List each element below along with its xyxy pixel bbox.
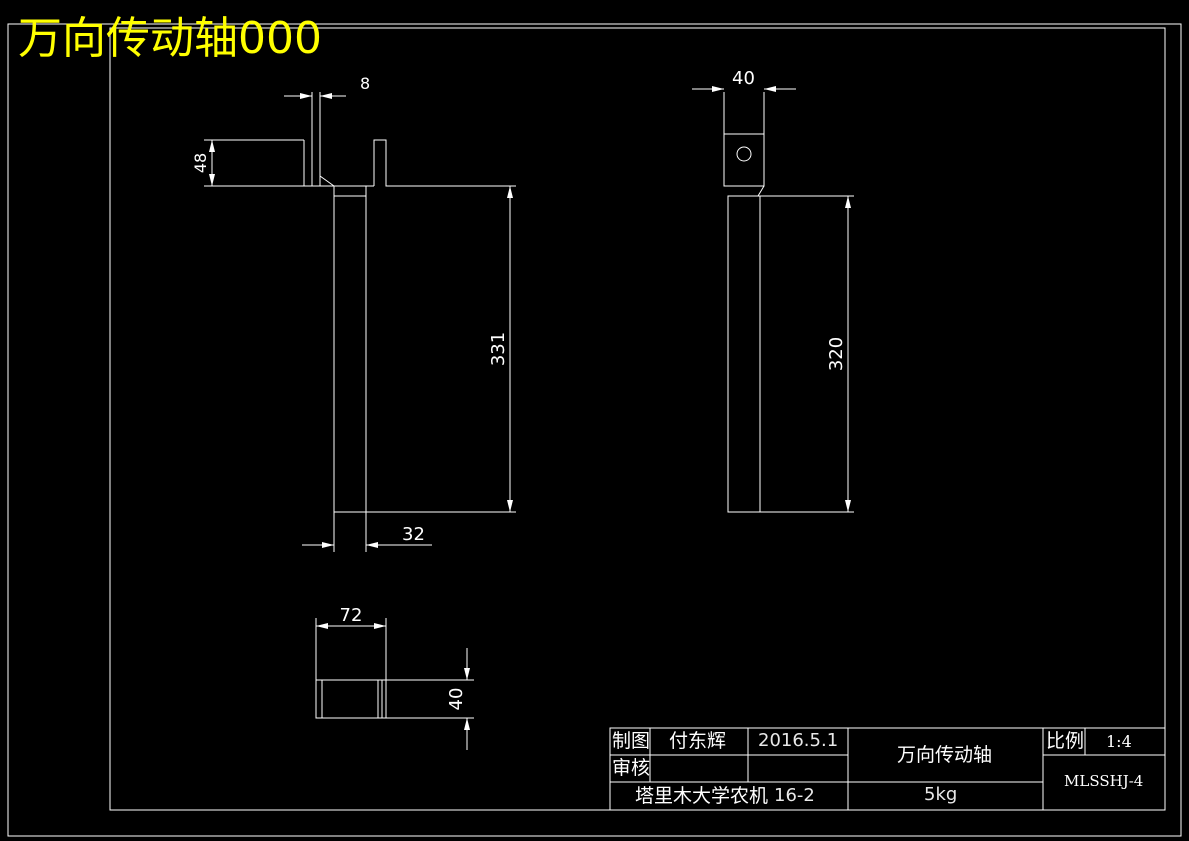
dim-main-height: 331 bbox=[488, 186, 513, 512]
outer-frame bbox=[7, 23, 1182, 837]
title-block-frame bbox=[609, 727, 1166, 811]
side-view bbox=[723, 92, 854, 513]
dim-top-width-label: 8 bbox=[360, 74, 370, 93]
dim-top-width: 8 bbox=[284, 74, 370, 99]
dim-main-width-label: 32 bbox=[402, 524, 425, 545]
side-bar bbox=[727, 195, 761, 513]
checked-by-label: 审核 bbox=[612, 757, 651, 779]
scale-label: 比例 bbox=[1046, 730, 1085, 752]
dim-main-height-label: 331 bbox=[488, 332, 509, 366]
pin-hole-icon bbox=[736, 146, 752, 162]
dim-side-height: 320 bbox=[826, 196, 851, 512]
dim-bottom-width: 72 bbox=[316, 605, 386, 629]
bracket-top-outline bbox=[303, 139, 516, 187]
bracket-left-wall bbox=[311, 92, 335, 187]
title-block-grid bbox=[609, 727, 1166, 811]
drawn-by-label: 制图 bbox=[612, 730, 651, 752]
main-bar bbox=[333, 195, 367, 513]
school-name: 塔里木大学农机 bbox=[635, 785, 769, 807]
drawn-by-name: 付东辉 bbox=[669, 730, 727, 752]
bottom-body bbox=[315, 679, 387, 719]
scale-value: 1:4 bbox=[1106, 732, 1132, 751]
drawing-code: MLSSHJ-4 bbox=[1064, 772, 1144, 790]
front-view bbox=[303, 92, 516, 513]
drawing-date: 2016.5.1 bbox=[758, 730, 839, 751]
dim-side-width: 40 bbox=[692, 68, 796, 92]
class-code: 16-2 bbox=[774, 785, 815, 806]
side-chamfer bbox=[757, 185, 765, 197]
dim-flange-height: 48 bbox=[191, 139, 304, 187]
drawing-title: 万向传动轴000 bbox=[18, 13, 322, 64]
dim-side-width-label: 40 bbox=[732, 68, 755, 89]
dim-bottom-width-label: 72 bbox=[340, 605, 363, 626]
part-name: 万向传动轴 bbox=[897, 744, 993, 766]
dim-flange-height-label: 48 bbox=[191, 153, 210, 173]
dim-bottom-height: 40 bbox=[446, 648, 470, 750]
dim-side-height-label: 320 bbox=[826, 337, 847, 371]
dim-main-width: 32 bbox=[302, 512, 432, 552]
side-top-block bbox=[723, 133, 765, 187]
part-weight: 5kg bbox=[924, 784, 958, 805]
dim-bottom-height-label: 40 bbox=[446, 688, 467, 711]
inner-frame bbox=[109, 27, 1166, 811]
